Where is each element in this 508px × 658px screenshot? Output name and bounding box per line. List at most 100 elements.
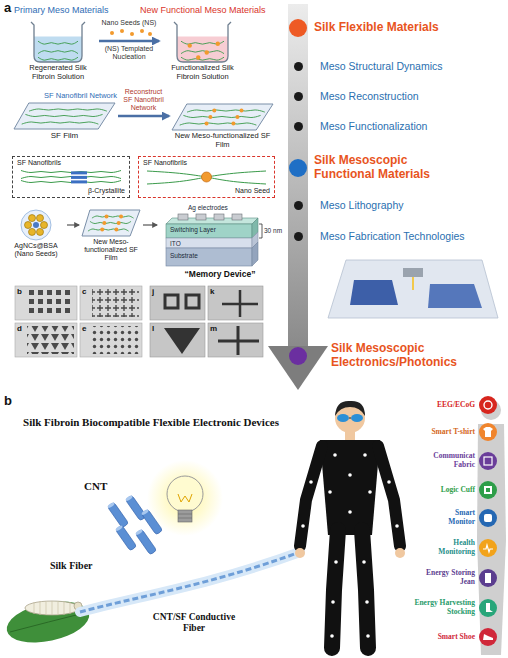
person-figure [366, 634, 370, 638]
step-title: Silk Mesoscopic Functional Materials [289, 154, 464, 182]
nanofibril [38, 41, 78, 44]
conductive-fiber [80, 552, 300, 612]
nanofibril [147, 171, 207, 177]
timeline-arrow [288, 4, 308, 348]
nanofibril [88, 229, 129, 231]
nanofibril [181, 51, 224, 54]
arrow-label: Reconstruct SF Nanofibril Network [120, 88, 167, 112]
nano-seed [119, 215, 123, 219]
device-icon [483, 634, 493, 640]
nano-seed [239, 109, 243, 113]
person-figure [320, 440, 380, 535]
process-box: New Meso-functionalized SF Film [80, 208, 142, 262]
device-icon [484, 457, 492, 465]
beaker-outline [31, 22, 85, 62]
node-text: New Meso-functionalized SF Film [170, 132, 275, 149]
process-box: Functionalized Silk Fibroin Solution [160, 18, 245, 81]
person-figure [348, 473, 352, 477]
micrograph [218, 326, 259, 355]
light-bulb [147, 460, 223, 536]
timeline-dot [294, 201, 303, 210]
node-illustration [158, 204, 282, 270]
column-heading: Primary Meso Materials [14, 5, 136, 15]
timeline-step: Silk Mesoscopic Electronics/Photonics [289, 342, 489, 370]
flow-arrow [67, 224, 79, 225]
node-text: SF Nanofibril Network [12, 92, 117, 101]
device-icon [483, 545, 493, 552]
person-figure [395, 524, 399, 528]
film [82, 210, 140, 236]
nanofibril [38, 51, 78, 54]
node-text: SF Nanofibrils [17, 159, 125, 167]
beaker-outline [174, 22, 231, 62]
node-text: β-Crystallite [17, 187, 125, 195]
micrograph [92, 289, 139, 317]
device-label: Smart Monitor [435, 509, 475, 526]
node-text: SF Nanofibrils [143, 159, 270, 167]
nanofibril [21, 181, 121, 183]
nano-seed [102, 221, 106, 225]
micrograph [165, 295, 178, 308]
light-bulb [178, 494, 192, 502]
step-title: Silk Flexible Materials [289, 21, 489, 35]
node-picture [160, 18, 245, 64]
node-picture [6, 208, 66, 242]
timeline-step: Meso Fabrication Technologies [289, 230, 489, 242]
nanofibril [22, 122, 99, 124]
node-illustration [18, 18, 98, 64]
timeline-dot [289, 19, 307, 37]
conductive-fiber [80, 552, 300, 612]
layer-label: Substrate [170, 252, 198, 259]
layer-label: Switching Layer [170, 226, 216, 233]
person-figure [309, 480, 313, 484]
node-illustration [143, 167, 270, 187]
micrograph-letter: k [210, 287, 220, 296]
device-icon [484, 401, 492, 409]
micrograph [208, 286, 263, 320]
silkworm-on-leaf [3, 595, 93, 650]
lithography-picture [412, 277, 414, 290]
grey-silhouette [477, 424, 506, 655]
person-figure [378, 446, 400, 546]
person-figure [351, 414, 363, 422]
nanofibril [187, 110, 265, 112]
person-figure [363, 453, 367, 457]
nano-seed [235, 115, 239, 119]
column-heading: New Functional Meso Materials [140, 5, 282, 15]
process-box: New Meso-functionalized SF Film [170, 92, 275, 149]
substrate [252, 242, 258, 266]
micrograph [80, 323, 142, 357]
timeline-step: Meso Reconstruction [289, 90, 489, 102]
step-title: Meso Lithography [289, 199, 489, 211]
ag-electrode [196, 214, 206, 220]
nano-seed [196, 55, 200, 59]
node-picture [12, 101, 117, 131]
nano-seed [100, 228, 104, 232]
nano-seed [202, 172, 212, 182]
device-label: Health Monitoring [425, 539, 475, 556]
nano-seeds [130, 32, 134, 36]
film [14, 103, 115, 129]
layer-label: 30 nm [264, 227, 282, 234]
device-icon [484, 486, 492, 494]
device-icon [479, 509, 497, 527]
silkworm-on-leaf [3, 595, 93, 650]
beta-crystallite [71, 176, 87, 179]
lithography-picture [350, 280, 398, 305]
micrograph-letter: j [152, 287, 162, 296]
micrograph [208, 323, 263, 357]
nanofibril [183, 115, 260, 117]
panel-title: Silk Fibroin Biocompatible Flexible Elec… [20, 416, 282, 429]
micrograph [92, 326, 139, 354]
device-label: Smart Shoe [403, 633, 475, 642]
micrograph-letter: d [17, 324, 27, 333]
nanofibril [147, 177, 207, 184]
person-figure [349, 418, 351, 419]
node-illustration [6, 208, 66, 242]
person-figure [334, 560, 338, 564]
silver-cluster [25, 222, 32, 229]
nano-seed [231, 122, 235, 126]
person-figure [301, 524, 305, 528]
light-bulb [178, 514, 192, 518]
ag-electrode [214, 214, 224, 220]
